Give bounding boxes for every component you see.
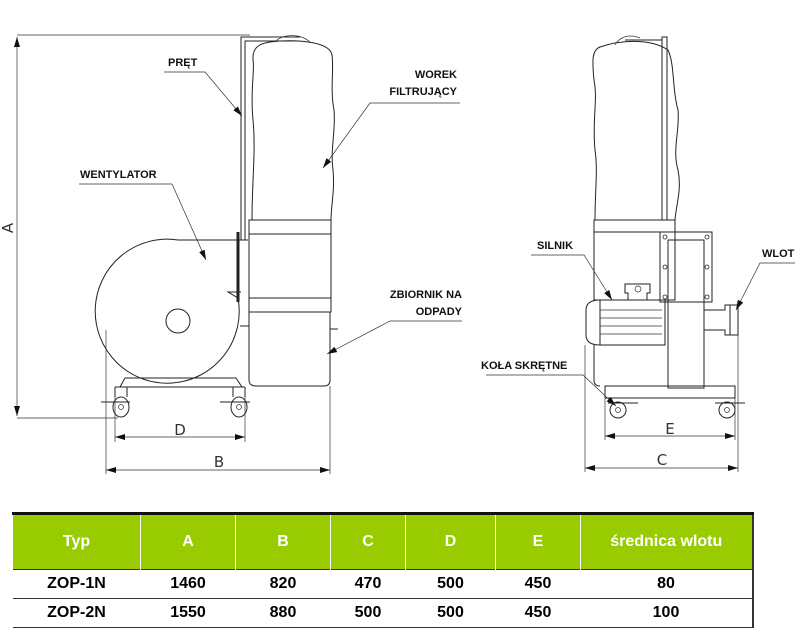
- header-d: D: [405, 513, 496, 570]
- dimension-e-label: E: [665, 420, 674, 438]
- label-zbiornik-2: ODPADY: [416, 306, 463, 318]
- rod: [240, 36, 300, 240]
- label-wlot: WLOT: [762, 248, 795, 260]
- table-header-row: Typ A B C D E średnica wlotu: [12, 513, 753, 570]
- cell-a: 1550: [140, 598, 236, 628]
- label-zbiornik-1: ZBIORNIK NA: [390, 289, 462, 301]
- header-b: B: [235, 513, 331, 570]
- technical-drawing: A D B PRĘT WENTYLATOR W: [0, 34, 795, 474]
- cell-b: 880: [235, 598, 331, 628]
- cell-d: 500: [405, 569, 496, 599]
- header-e: E: [495, 513, 581, 570]
- header-c: C: [330, 513, 406, 570]
- cell-e: 450: [495, 598, 581, 628]
- header-srednica: średnica wlotu: [580, 513, 753, 570]
- inlet: [704, 304, 739, 336]
- side-view-right: E C SILNIK WLOT KOŁA SKRĘTNE: [481, 35, 795, 472]
- cell-typ: ZOP-1N: [12, 569, 141, 599]
- motor: [585, 299, 666, 346]
- label-worek-2: FILTRUJĄCY: [389, 86, 457, 98]
- wheel-icon: [112, 396, 130, 418]
- header-typ: Typ: [12, 513, 141, 570]
- label-silnik: SILNIK: [537, 240, 573, 252]
- cell-b: 820: [235, 569, 331, 599]
- dimension-d-label: D: [174, 421, 186, 439]
- waste-bin: [248, 312, 331, 387]
- label-pret: PRĘT: [168, 57, 198, 69]
- filter-bag: [592, 40, 680, 221]
- dimension-a-label: A: [0, 222, 17, 233]
- cell-srednica: 100: [580, 598, 753, 628]
- filter-bag: [251, 40, 335, 221]
- cell-c: 500: [330, 598, 406, 628]
- label-wentylator: WENTYLATOR: [80, 169, 157, 181]
- label-worek-1: WOREK: [415, 69, 457, 81]
- dimension-c-label: C: [657, 451, 667, 469]
- cell-srednica: 80: [580, 569, 753, 599]
- table-row: ZOP-1N 1460 820 470 500 450 80: [12, 569, 753, 599]
- cell-e: 450: [495, 569, 581, 599]
- dimensions-table: Typ A B C D E średnica wlotu ZOP-1N 1460…: [12, 512, 754, 628]
- cell-c: 470: [330, 569, 406, 599]
- cell-a: 1460: [140, 569, 236, 599]
- fan-housing: [94, 238, 248, 384]
- dimension-b-label: B: [214, 453, 224, 471]
- wheel-icon: [609, 401, 627, 419]
- wheel-icon: [230, 396, 248, 418]
- cell-typ: ZOP-2N: [12, 598, 141, 628]
- label-kola-skretne: KOŁA SKRĘTNE: [481, 360, 567, 372]
- wheel-icon: [718, 401, 736, 419]
- table-row: ZOP-2N 1550 880 500 500 450 100: [12, 598, 753, 628]
- side-view-left: A D B PRĘT WENTYLATOR W: [0, 34, 463, 474]
- header-a: A: [140, 513, 236, 570]
- fan-hub: [165, 308, 191, 334]
- cell-d: 500: [405, 598, 496, 628]
